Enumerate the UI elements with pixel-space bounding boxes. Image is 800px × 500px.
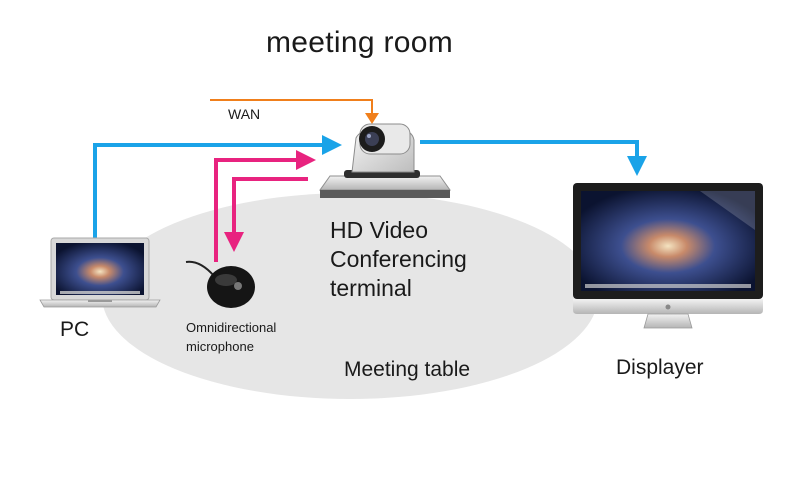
- terminal-label-line-1: HD Video: [330, 217, 429, 243]
- microphone-label: Omnidirectional microphone: [186, 318, 276, 356]
- displayer-label: Displayer: [616, 356, 704, 379]
- terminal-label-line-2: Conferencing: [330, 246, 467, 272]
- wan-arrow: [210, 99, 379, 124]
- microphone-label-line-2: microphone: [186, 339, 254, 354]
- wan-label: WAN: [228, 106, 261, 122]
- diagram-title: meeting room: [266, 26, 454, 59]
- terminal-to-display-arrow: [420, 140, 647, 176]
- mic-to-terminal-arrow: [214, 150, 316, 262]
- microphone-icon: [185, 260, 255, 308]
- terminal-label: HD Video Conferencing terminal: [330, 216, 467, 303]
- pc-to-terminal-arrow: [93, 135, 342, 240]
- monitor-icon: [573, 183, 763, 329]
- meeting-table-label: Meeting table: [344, 358, 471, 381]
- pc-label: PC: [60, 318, 90, 341]
- terminal-to-mic-arrow: [224, 177, 308, 252]
- terminal-label-line-3: terminal: [330, 275, 412, 301]
- camera-terminal-icon: [319, 123, 451, 198]
- laptop-icon: [39, 237, 161, 308]
- microphone-label-line-1: Omnidirectional: [186, 320, 277, 335]
- meeting-table: [102, 193, 598, 399]
